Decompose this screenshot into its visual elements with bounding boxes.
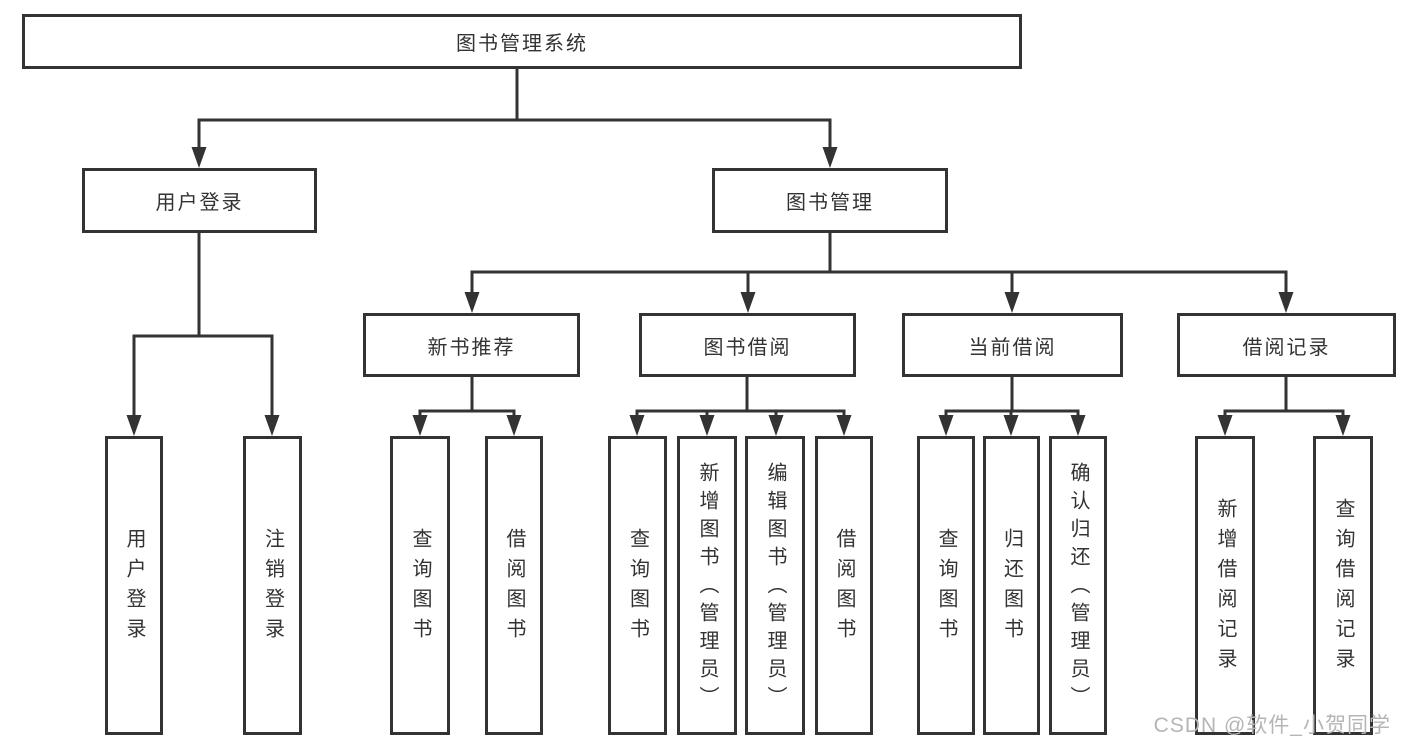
leaf-logout: 注销登录: [243, 436, 302, 735]
leaf-user-login: 用户登录: [105, 436, 163, 735]
leaf-add-books-admin: 新增图书（管理员）: [677, 436, 737, 735]
leaf-return-books: 归还图书: [983, 436, 1040, 735]
leaf-recommend-borrow-books: 借阅图书: [485, 436, 543, 735]
leaf-query-borrow-record: 查询借阅记录: [1313, 436, 1373, 735]
csdn-watermark: CSDN @软件_小贺同学: [1153, 714, 1391, 737]
leaf-borrow-query-books: 查询图书: [608, 436, 667, 735]
node-book-management: 图书管理: [712, 168, 948, 233]
node-root-system: 图书管理系统: [22, 14, 1022, 69]
node-user-login: 用户登录: [82, 168, 317, 233]
leaf-add-borrow-record: 新增借阅记录: [1195, 436, 1255, 735]
leaf-current-query-books: 查询图书: [917, 436, 975, 735]
node-current-borrowing: 当前借阅: [902, 313, 1123, 377]
leaf-recommend-query-books: 查询图书: [390, 436, 450, 735]
leaf-confirm-return-admin: 确认归还（管理员）: [1049, 436, 1107, 735]
node-borrowing-records: 借阅记录: [1177, 313, 1396, 377]
node-book-borrowing: 图书借阅: [639, 313, 856, 377]
leaf-edit-books-admin: 编辑图书（管理员）: [745, 436, 805, 735]
leaf-borrow-books: 借阅图书: [815, 436, 873, 735]
node-new-book-recommendation: 新书推荐: [363, 313, 580, 377]
